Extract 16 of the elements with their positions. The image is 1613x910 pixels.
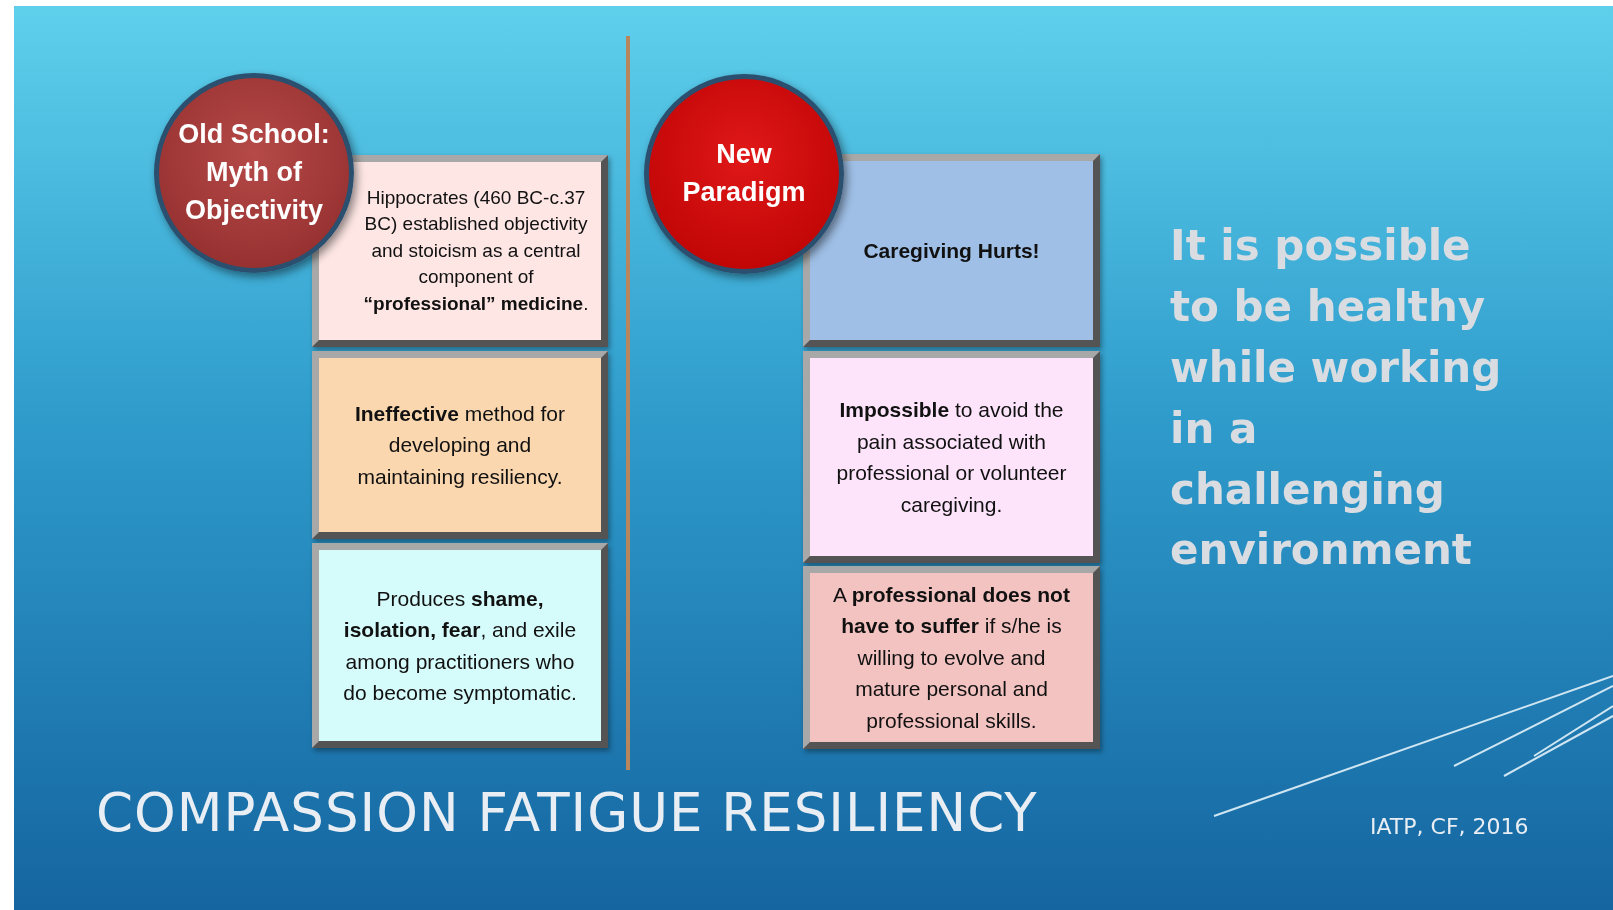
text-box [803,566,1100,749]
text-box [803,351,1100,563]
box-text: Produces shame, isolation, fear, and exile among practitioners who do become symptomatic. [342,585,578,706]
text-box [312,351,608,539]
box-text: Caregiving Hurts! [863,237,1040,264]
side-statement: It is possible to be healthy while working in a challenging environment [1170,220,1503,577]
source-note: IATP, CF, 2016 [1370,814,1529,839]
box-text: A professional does not have to suffer if s/he is willing to evolve and mature personal and professional skills. [832,581,1071,734]
circle-title: Old School: Myth of Objectivity [177,118,331,227]
circle-title: New Paradigm [681,138,807,209]
slide-title: COMPASSION FATIGUE RESILIENCY [96,782,1038,843]
box-text: Impossible to avoid the pain associated with professional or volunteer caregiving. [835,397,1068,518]
box-text: Ineffective method for developing and maintaining resiliency. [353,400,567,490]
box-text: Hippocrates (460 BC-c.37 BC) established objectivity and stoicism as a central component of “professional” medicine. [362,185,590,316]
text-box [803,154,1100,347]
text-box [312,543,608,748]
